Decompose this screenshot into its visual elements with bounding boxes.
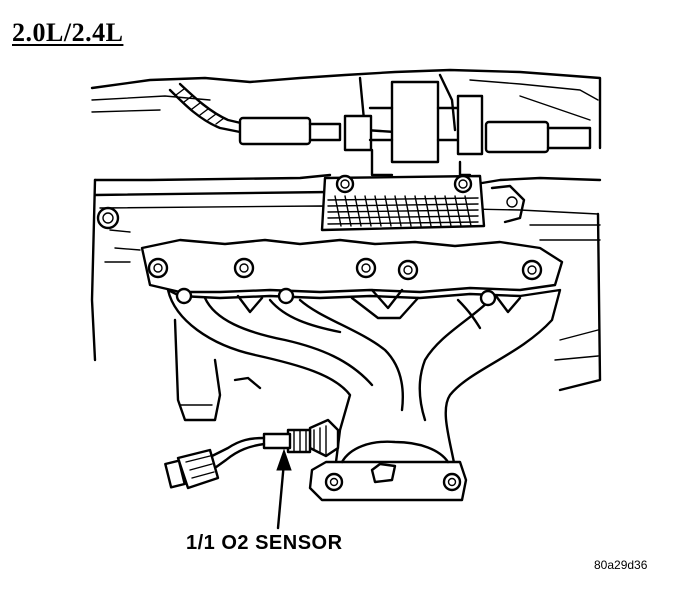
o2-sensor-callout-arrow [276, 448, 292, 530]
head-bolt [96, 206, 120, 230]
engine-variant-title: 2.0L/2.4L [12, 18, 124, 47]
o2-sensor-label: 1/1 O2 SENSOR [186, 532, 343, 554]
heat-shield [320, 174, 526, 232]
o2-sensor [164, 418, 340, 490]
egr-valve-assembly [368, 80, 592, 177]
outlet-flange [308, 440, 468, 502]
manifold-runners [166, 287, 562, 472]
manifold-flange [140, 238, 564, 294]
figure-id: 80a29d36 [594, 558, 648, 572]
wiring-harness [168, 82, 373, 152]
